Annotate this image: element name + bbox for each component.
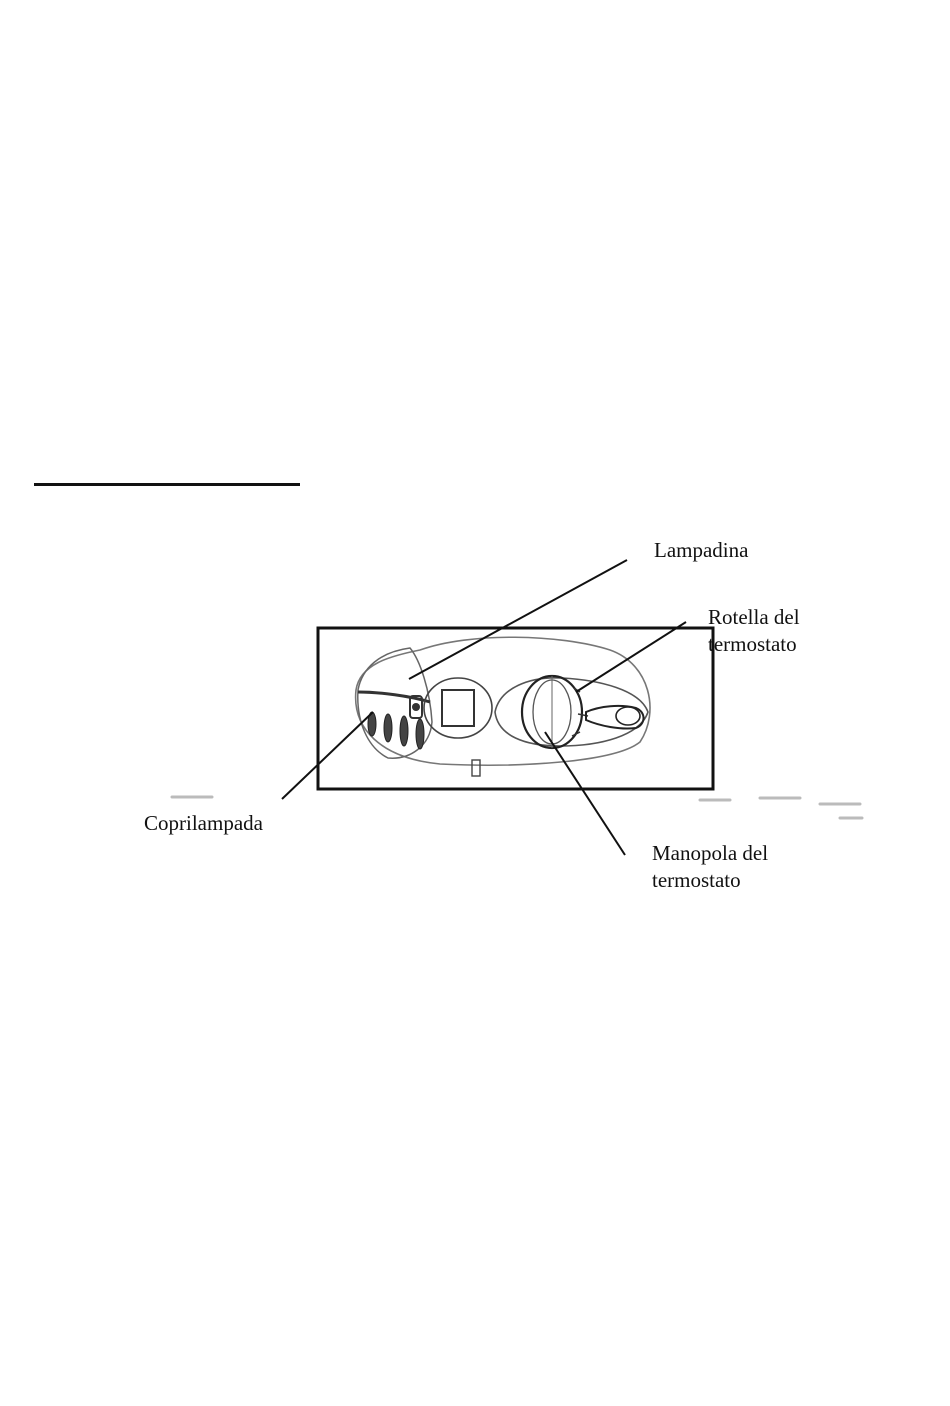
mounting-stub bbox=[472, 760, 480, 776]
label-coprilampada: Coprilampada bbox=[144, 810, 263, 837]
label-manopola-del-termostato: Manopola del termostato bbox=[652, 840, 768, 894]
label-coprilampada-text: Coprilampada bbox=[144, 810, 263, 837]
leader-line-coprilampada bbox=[282, 712, 373, 799]
vent-slot bbox=[384, 714, 392, 742]
label-rotella-line2: termostato bbox=[708, 631, 800, 658]
leader-line-rotella bbox=[576, 622, 686, 692]
housing-body bbox=[356, 637, 650, 765]
lamp-window bbox=[424, 678, 492, 738]
label-rotella-del-termostato: Rotella del termostato bbox=[708, 604, 800, 658]
vent-slot bbox=[400, 716, 408, 746]
thermostat-knob bbox=[522, 676, 582, 748]
label-lampadina: Lampadina bbox=[654, 537, 748, 564]
vent-slot bbox=[416, 719, 424, 749]
thermostat-shaft bbox=[586, 706, 644, 729]
leader-line-lampadina bbox=[409, 560, 627, 679]
label-manopola-line2: termostato bbox=[652, 867, 768, 894]
scan-artifacts bbox=[172, 797, 862, 818]
label-manopola-line1: Manopola del bbox=[652, 840, 768, 867]
label-lampadina-text: Lampadina bbox=[654, 537, 748, 564]
leader-line-manopola bbox=[545, 732, 625, 855]
label-rotella-line1: Rotella del bbox=[708, 604, 800, 631]
